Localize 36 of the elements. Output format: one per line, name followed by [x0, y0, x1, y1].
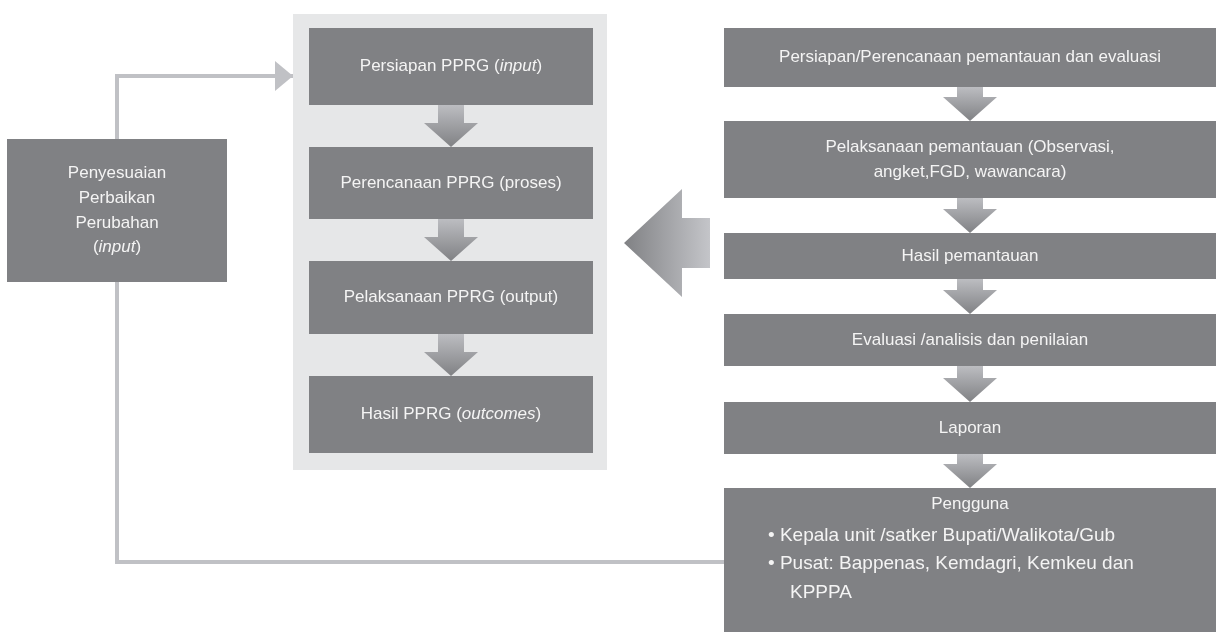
process-box: [309, 28, 593, 105]
process-box: [724, 28, 1216, 87]
block-arrow: [943, 454, 997, 488]
block-arrow: [624, 189, 710, 297]
box-text: Hasil PPRG (outcomes): [360, 403, 542, 426]
box-text: Perencanaan PPRG (proses): [340, 171, 562, 194]
bullet-item: • Pusat: Bappenas, Kemdagri, Kemkeu dan KPPPA: [768, 551, 1135, 604]
box-text: Persiapan/Perencanaan pemantauan dan evaluasi: [779, 46, 1161, 69]
box-text: Hasil pemantauan: [901, 244, 1039, 267]
process-box: [724, 488, 1216, 632]
box-text: Penyesuaian Perbaikan Perubahan (input): [66, 162, 168, 259]
block-arrow: [943, 87, 997, 121]
group-panel: [293, 14, 607, 470]
process-box: [724, 402, 1216, 454]
block-arrow: [424, 334, 478, 376]
box-text: Laporan: [938, 416, 1002, 439]
process-box: [724, 233, 1216, 279]
box-text: Pelaksanaan pemantauan (Observasi, angket,FGD, wawancara): [824, 135, 1116, 183]
process-box: [309, 376, 593, 453]
box-text: Pelaksanaan PPRG (output): [343, 286, 559, 309]
box-text: Evaluasi /analisis dan penilaian: [851, 328, 1089, 351]
block-arrow: [943, 279, 997, 314]
process-box: [7, 139, 227, 282]
block-arrow: [943, 366, 997, 402]
block-arrow: [424, 105, 478, 147]
connector-line: [115, 282, 724, 564]
arrow: [115, 61, 293, 139]
block-arrow: [424, 219, 478, 261]
process-box: [724, 121, 1216, 198]
box-heading: Pengguna: [930, 493, 1010, 515]
process-box: [309, 261, 593, 334]
block-arrow: [943, 198, 997, 233]
process-box: [724, 314, 1216, 366]
box-text: Persiapan PPRG (input): [359, 55, 543, 78]
process-box: [309, 147, 593, 219]
bullet-item: • Kepala unit /satker Bupati/Walikota/Gub: [768, 522, 1117, 547]
